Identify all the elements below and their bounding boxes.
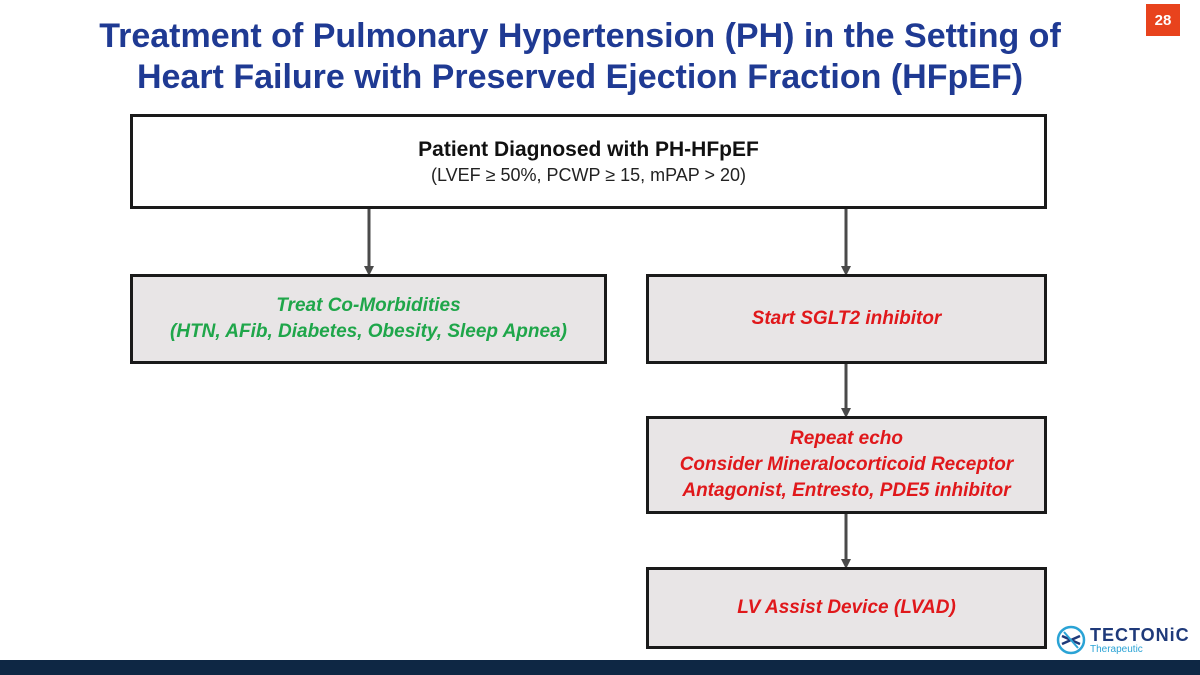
page-number-badge: 28 — [1146, 4, 1180, 36]
title-line-2: Heart Failure with Preserved Ejection Fr… — [136, 58, 1024, 96]
lvad-box: LV Assist Device (LVAD) — [646, 567, 1047, 649]
diagnosis-box: Patient Diagnosed with PH-HFpEF (LVEF ≥ … — [130, 114, 1047, 209]
footer-bar — [0, 660, 1200, 675]
lvad-label: LV Assist Device (LVAD) — [737, 597, 956, 618]
diagnosis-title: Patient Diagnosed with PH-HFpEF — [418, 138, 759, 161]
repeat-line-1: Repeat echo — [790, 428, 903, 449]
sglt2-label: Start SGLT2 inhibitor — [751, 308, 942, 329]
logo-tagline: Therapeutic — [1090, 644, 1143, 655]
comorbidities-box: Treat Co-Morbidities (HTN, AFib, Diabete… — [130, 274, 607, 364]
repeat-line-3: Antagonist, Entresto, PDE5 inhibitor — [682, 480, 1011, 501]
comorbidities-line-1: Treat Co-Morbidities — [276, 295, 461, 316]
tectonic-logo: TECTONiC Therapeutic — [1056, 622, 1189, 658]
slide-title: Treatment of Pulmonary Hypertension (PH)… — [40, 16, 1120, 98]
repeat-line-2: Consider Mineralocorticoid Receptor — [679, 454, 1014, 475]
tectonic-logo-icon — [1056, 625, 1086, 655]
sglt2-box: Start SGLT2 inhibitor — [646, 274, 1047, 364]
logo-wordmark: TECTONiC — [1090, 625, 1190, 645]
comorbidities-line-2: (HTN, AFib, Diabetes, Obesity, Sleep Apn… — [170, 321, 567, 342]
title-line-1: Treatment of Pulmonary Hypertension (PH)… — [99, 17, 1061, 55]
repeat-echo-box: Repeat echo Consider Mineralocorticoid R… — [646, 416, 1047, 514]
diagnosis-criteria: (LVEF ≥ 50%, PCWP ≥ 15, mPAP > 20) — [430, 165, 747, 185]
